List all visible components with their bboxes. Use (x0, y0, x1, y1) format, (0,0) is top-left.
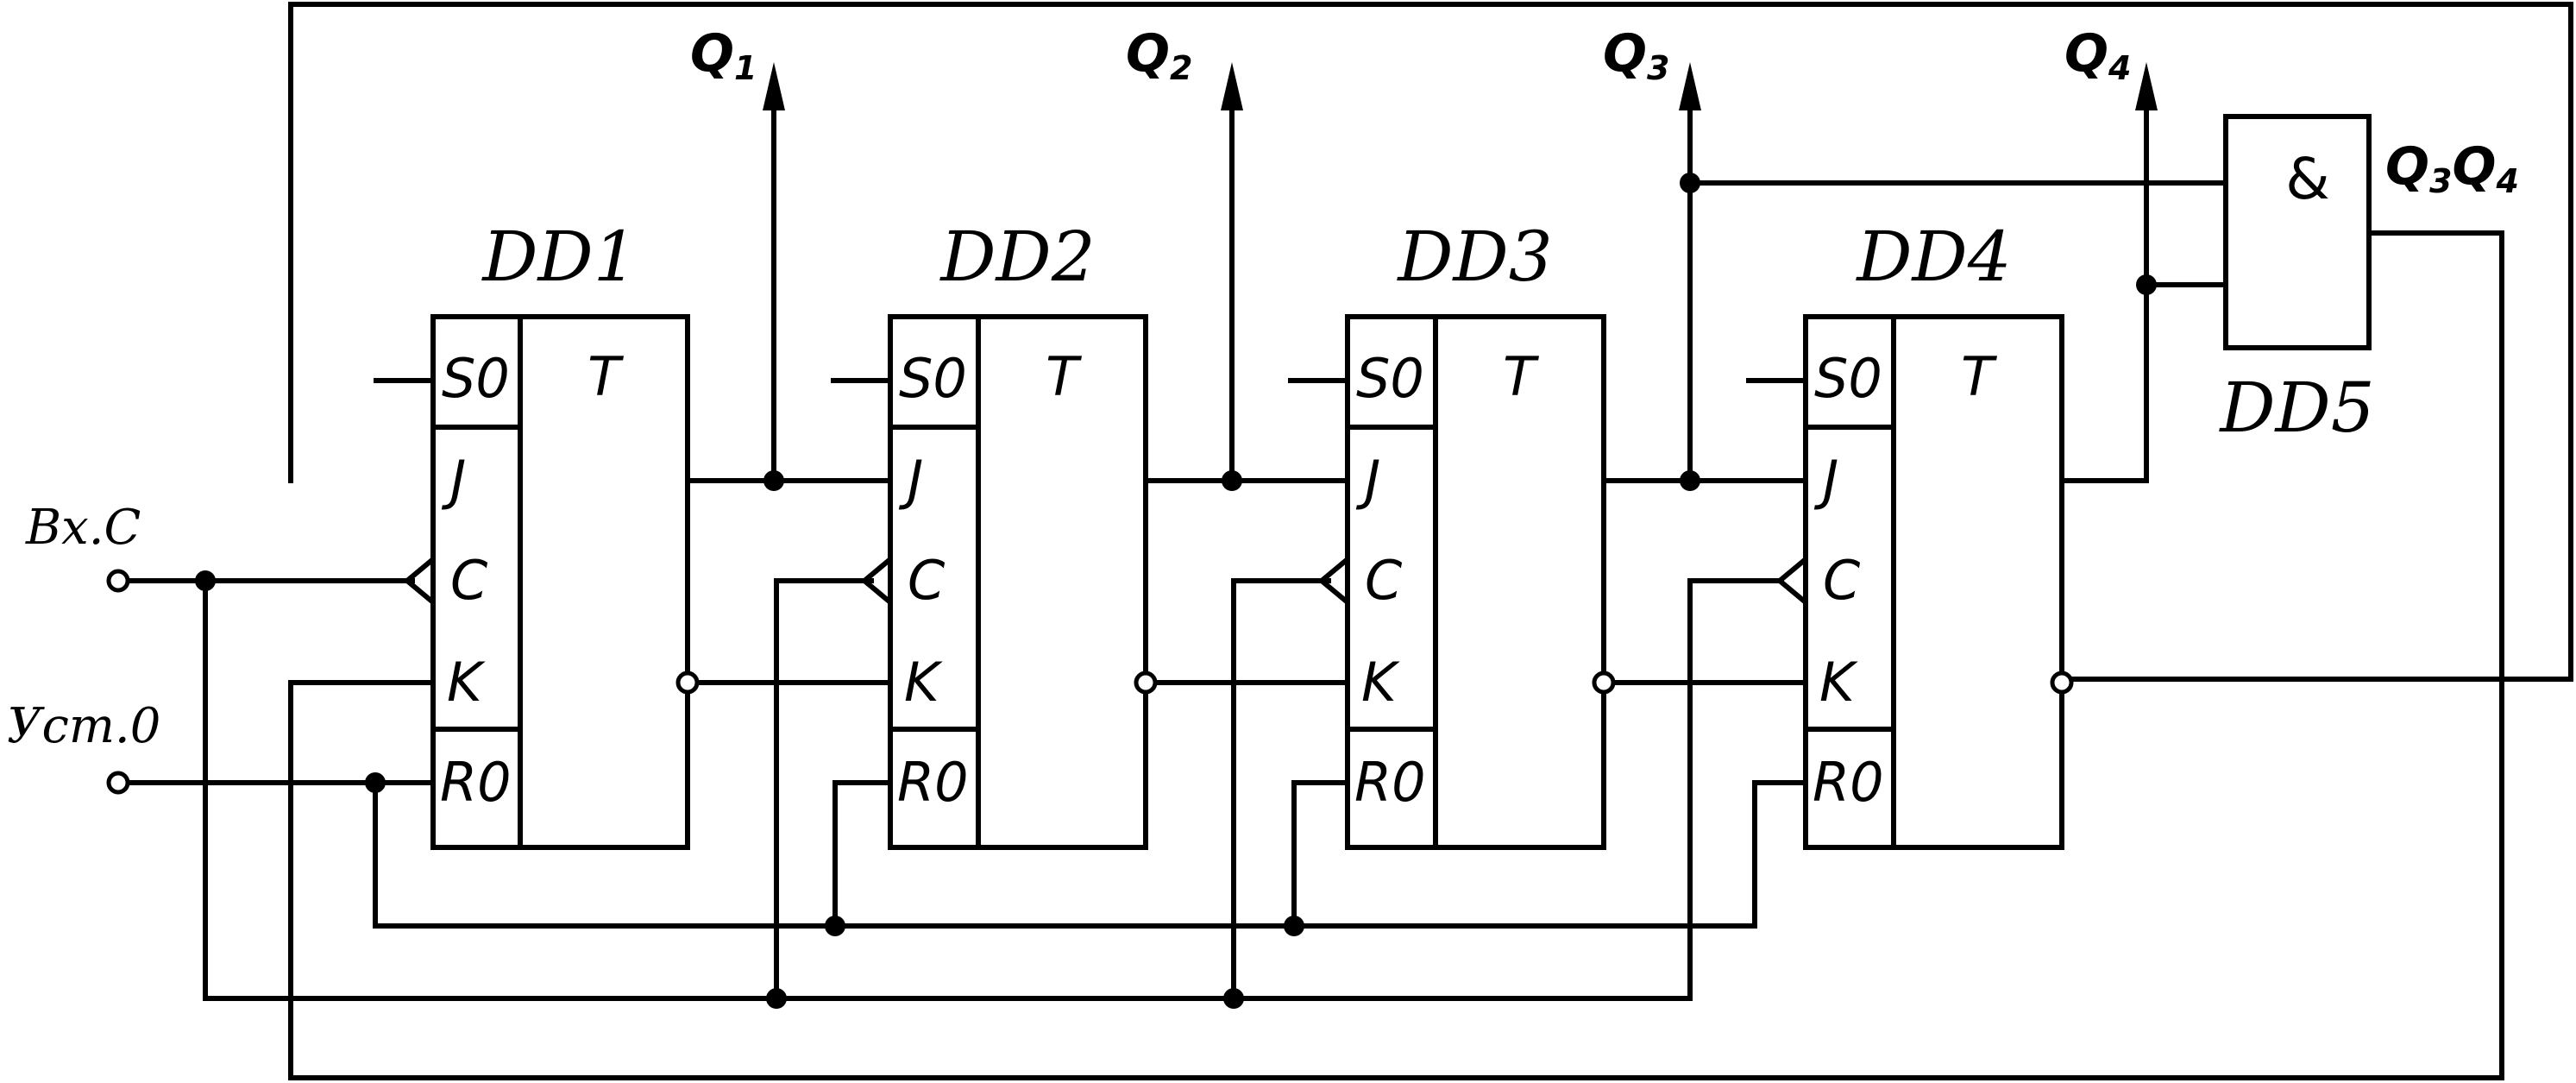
junction-dot (365, 772, 386, 793)
dd4-pin-s0: S0 (1814, 347, 1882, 410)
junctions (195, 173, 2157, 1009)
junction-dot (1223, 988, 1244, 1009)
wire-reset-bus (373, 780, 1808, 929)
dd4-type: T (1961, 345, 1997, 408)
junction-dot (2136, 274, 2157, 295)
reset-input-label: Уст.0 (7, 698, 160, 754)
dd2-clock-marker (860, 557, 892, 605)
inputs: Вх.С Уст.0 (7, 500, 160, 795)
arrow-q1 (763, 62, 785, 110)
wire-reset-dd2 (832, 780, 893, 929)
dd1-pin-k: K (447, 651, 486, 714)
wire-clock-dd3 (1231, 578, 1331, 1001)
output-arrows (763, 62, 2158, 110)
dd1-inverted-output (675, 671, 700, 695)
junction-dot (825, 916, 845, 936)
wire-reset-dd3 (1291, 780, 1350, 929)
arrow-q4 (2135, 62, 2158, 110)
output-labels: Q1 Q2 Q3 Q4 (690, 23, 2131, 87)
dd3-pin-c: C (1365, 549, 1403, 612)
dd2-body (888, 314, 1148, 850)
wires (116, 2, 2573, 1080)
label-q4: Q4 (2064, 23, 2131, 87)
dd1-clock-marker (403, 557, 435, 605)
dd4-pin-r0: R0 (1813, 751, 1884, 814)
dd1-pin-c: C (450, 549, 488, 612)
dd3-title: DD3 (1396, 217, 1552, 297)
dd2-inverted-output (1134, 671, 1158, 695)
dd2-type: T (1046, 345, 1082, 408)
dd4-pin-j: J (1813, 449, 1838, 512)
junction-dot (766, 988, 787, 1009)
dd3-pin-s0: S0 (1356, 347, 1424, 410)
dd3-pin-r0: R0 (1354, 751, 1426, 814)
junction-dot (1680, 470, 1700, 491)
dd1-body (430, 314, 690, 850)
dd5-output-label: Q3Q4 (2385, 136, 2519, 200)
dd2-pin-c: C (908, 549, 946, 612)
clock-input-terminal[interactable] (106, 569, 130, 593)
dd4-body (1803, 314, 2064, 850)
label-q2: Q2 (1126, 23, 1192, 87)
dd3-type: T (1503, 345, 1539, 408)
dd4-pin-k: K (1819, 651, 1858, 714)
wire-clock-dd2 (774, 578, 874, 1001)
dd1-pin-j: J (441, 449, 466, 512)
dd4-title: DD4 (1855, 217, 2011, 297)
wire-top-feedback (288, 2, 2573, 682)
dd3-inverted-output (1592, 671, 1616, 695)
dd1-pin-r0: R0 (440, 751, 512, 814)
dd5-symbol: & (2285, 146, 2329, 212)
label-q3: Q3 (1603, 23, 1669, 87)
label-q1: Q1 (690, 23, 757, 87)
dd3-pin-j: J (1355, 449, 1380, 512)
dd3-clock-marker (1317, 557, 1349, 605)
arrow-q3 (1679, 62, 1701, 110)
dd2-pin-s0: S0 (899, 347, 967, 410)
flipflop-dd3: DD3 T S0 J C K R0 (1317, 217, 1616, 850)
clock-input-label: Вх.С (25, 500, 141, 556)
wire-q4 (2059, 84, 2149, 483)
dd2-pin-j: J (898, 449, 923, 512)
flipflop-dd4: DD4 T S0 J C K R0 (1775, 217, 2074, 850)
dd1-type: T (587, 345, 624, 408)
dd1-title: DD1 (481, 217, 637, 297)
junction-dot (1284, 916, 1304, 936)
dd1-pin-s0: S0 (442, 347, 510, 410)
junction-dot (1680, 173, 1700, 193)
and-gate-dd5: & DD5 Q3Q4 (2218, 114, 2519, 448)
dd4-pin-c: C (1823, 549, 1861, 612)
arrow-q2 (1221, 62, 1243, 110)
dd3-body (1345, 314, 1606, 850)
reset-input-terminal[interactable] (106, 771, 130, 795)
dd3-pin-k: K (1361, 651, 1400, 714)
dd4-clock-marker (1775, 557, 1807, 605)
dd2-title: DD2 (939, 217, 1095, 297)
junction-dot (195, 570, 216, 591)
junction-dot (1222, 470, 1242, 491)
dd2-pin-k: K (904, 651, 943, 714)
dd5-body (2223, 114, 2372, 350)
wire-clock-bus (203, 578, 1784, 1001)
dd4-inverted-output (2050, 671, 2074, 695)
flipflop-dd1: DD1 T S0 J C K R0 (403, 217, 700, 850)
junction-dot (763, 470, 784, 491)
dd5-title: DD5 (2218, 368, 2374, 448)
wire-k1-loop (288, 230, 2504, 1080)
dd2-pin-r0: R0 (897, 751, 969, 814)
flipflop-dd2: DD2 T S0 J C K R0 (860, 217, 1158, 850)
